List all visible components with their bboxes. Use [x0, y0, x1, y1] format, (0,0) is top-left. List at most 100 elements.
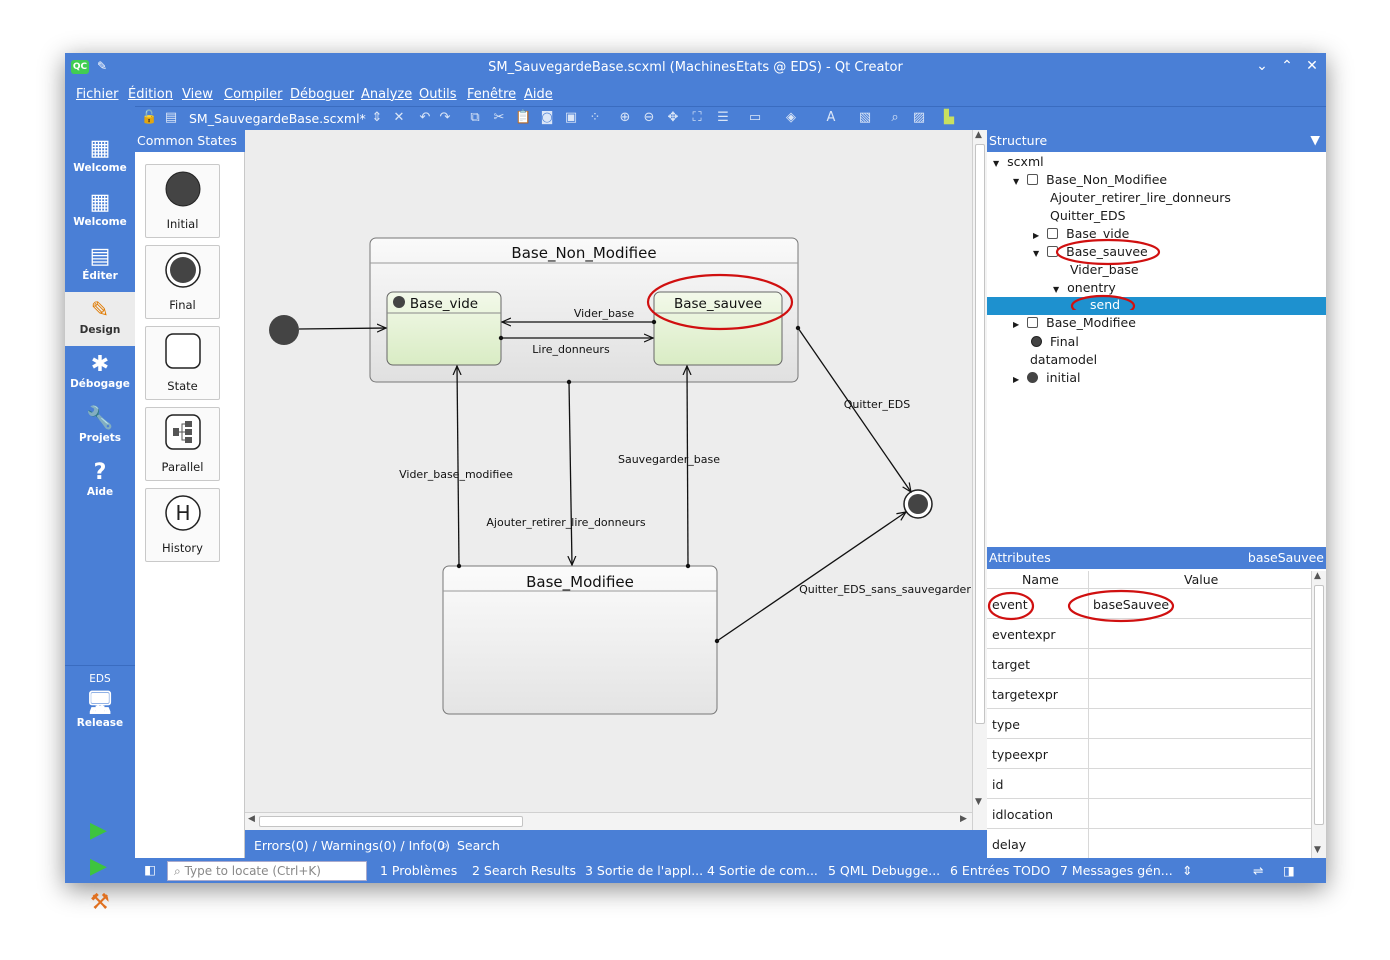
attr-row-type[interactable]: type — [987, 709, 1311, 739]
palette-final[interactable]: Final — [145, 245, 220, 319]
transition-vider-base-modifiee[interactable] — [457, 366, 459, 567]
attributes-scrollbar[interactable]: ▲ ▼ — [1311, 571, 1326, 858]
scroll-down-icon[interactable]: ▼ — [975, 797, 982, 807]
scrollbar-thumb[interactable] — [975, 144, 985, 724]
pane-messages-generaux[interactable]: 7 Messages gén... — [1060, 863, 1173, 878]
menu-fenetre[interactable]: Fenêtre — [467, 87, 517, 102]
menu-edition[interactable]: Édition — [128, 87, 173, 102]
menu-view[interactable]: View — [182, 87, 213, 102]
attr-row-target[interactable]: target — [987, 649, 1311, 679]
pin-icon[interactable]: ✎ — [97, 59, 108, 73]
minimize-button[interactable]: ⌄ — [1256, 58, 1268, 74]
build-hammer-icon[interactable]: ⚒ — [90, 890, 110, 915]
state-color-icon[interactable]: ▧ — [858, 110, 872, 125]
paste-icon[interactable]: 📋 — [515, 110, 532, 125]
size-icon[interactable]: ▭ — [748, 110, 762, 125]
menu-compiler[interactable]: Compiler — [224, 87, 283, 102]
fill-color-icon[interactable]: ◈ — [786, 110, 796, 125]
issues-summary[interactable]: Errors(0) / Warnings(0) / Info(0) — [254, 838, 450, 853]
progress-toggle-icon[interactable]: ⇌ — [1253, 863, 1264, 878]
zoom-in-icon[interactable]: ⊕ — [619, 110, 631, 125]
pane-qml-debugger[interactable]: 5 QML Debugge... — [828, 863, 941, 878]
attr-row-typeexpr[interactable]: typeexpr — [987, 739, 1311, 769]
mode-editer[interactable]: ▤ Éditer — [65, 238, 135, 292]
scroll-left-icon[interactable]: ◀ — [248, 814, 255, 824]
tree-item-datamodel[interactable]: datamodel — [1030, 352, 1097, 370]
palette-initial[interactable]: Initial — [145, 164, 220, 238]
search-icon[interactable]: ⌕ — [441, 837, 449, 852]
locator-input[interactable]: ⌕ Type to locate (Ctrl+K) — [167, 861, 367, 881]
transition-quitter-eds[interactable] — [797, 327, 911, 492]
scrollbar-thumb[interactable] — [1314, 585, 1324, 825]
search-link[interactable]: Search — [457, 838, 500, 853]
mode-welcome-2[interactable]: ▦ Welcome — [65, 184, 135, 238]
tree-item-base-non-modifiee[interactable]: ▼Base_Non_Modifiee — [1013, 172, 1168, 187]
pan-icon[interactable]: ✥ — [667, 110, 679, 125]
maximize-button[interactable]: ⌃ — [1281, 58, 1293, 74]
align-icon[interactable]: ☰ — [717, 110, 729, 125]
palette-parallel[interactable]: Parallel — [145, 407, 220, 481]
search-icon[interactable]: ⌕ — [891, 110, 899, 125]
menu-deboguer[interactable]: Déboguer — [290, 87, 355, 102]
state-base-vide[interactable]: Base_vide — [386, 291, 502, 366]
pane-search-results[interactable]: 2 Search Results — [472, 863, 576, 878]
attr-row-targetexpr[interactable]: targetexpr — [987, 679, 1311, 709]
lock-icon[interactable]: 🔓 — [141, 110, 158, 125]
fit-icon[interactable]: ⛶ — [692, 110, 702, 125]
open-file-selector[interactable]: SM_SauvegardeBase.scxml* — [189, 111, 366, 126]
palette-state[interactable]: State — [145, 326, 220, 400]
attr-row-delay[interactable]: delay — [987, 829, 1311, 858]
close-document-icon[interactable]: ✕ — [393, 110, 405, 125]
scrollbar-thumb[interactable] — [259, 816, 523, 827]
state-machine-canvas[interactable]: Base_Non_Modifiee Base_vide Base_sauvee — [245, 130, 972, 830]
tree-item-scxml[interactable]: ▼scxml — [993, 154, 1044, 169]
close-button[interactable]: ✕ — [1306, 58, 1318, 74]
kit-selector[interactable]: EDS 🖥 Release — [65, 670, 135, 744]
image-icon[interactable]: ▨ — [912, 110, 926, 125]
scroll-right-icon[interactable]: ▶ — [960, 814, 967, 824]
menu-aide[interactable]: Aide — [524, 87, 553, 102]
redo-icon[interactable]: ↷ — [439, 110, 451, 125]
pane-sortie-compil[interactable]: 4 Sortie de com... — [707, 863, 818, 878]
mode-debogage[interactable]: ✱ Débogage — [65, 346, 135, 400]
font-color-icon[interactable]: A — [826, 110, 836, 125]
state-base-modifiee[interactable]: Base_Modifiee — [442, 565, 718, 715]
statistics-icon[interactable]: ▙ — [944, 110, 954, 125]
menu-outils[interactable]: Outils — [419, 87, 457, 102]
menu-fichier[interactable]: Fichier — [76, 87, 119, 102]
cut-icon[interactable]: ✂ — [493, 110, 505, 125]
toggle-right-sidebar-icon[interactable]: ◨ — [1283, 863, 1295, 878]
attr-row-id[interactable]: id — [987, 769, 1311, 799]
horizontal-scrollbar[interactable]: ◀ ▶ — [245, 812, 972, 830]
mode-aide[interactable]: ? Aide — [65, 454, 135, 508]
final-state-node[interactable] — [903, 489, 933, 519]
transition-quitter-sans-sauvegarder[interactable] — [716, 512, 906, 642]
filter-icon[interactable]: ▼ — [1310, 132, 1320, 147]
tree-item-onentry[interactable]: ▼onentry — [1053, 280, 1116, 295]
adjust-icon[interactable]: ⁘ — [589, 110, 601, 125]
undo-icon[interactable]: ↶ — [419, 110, 431, 125]
attr-row-eventexpr[interactable]: eventexpr — [987, 619, 1311, 649]
scroll-up-icon[interactable]: ▲ — [975, 130, 982, 140]
scroll-down-icon[interactable]: ▼ — [1314, 845, 1321, 855]
palette-history[interactable]: H History — [145, 488, 220, 562]
transition-ajouter-retirer[interactable] — [569, 381, 572, 565]
pane-entrees-todo[interactable]: 6 Entrées TODO — [950, 863, 1051, 878]
attr-row-idlocation[interactable]: idlocation — [987, 799, 1311, 829]
menu-analyze[interactable]: Analyze — [361, 87, 413, 102]
initial-transition[interactable] — [298, 328, 386, 329]
screenshot-icon[interactable]: ◙ — [540, 110, 554, 125]
scroll-up-icon[interactable]: ▲ — [1314, 571, 1321, 581]
export-icon[interactable]: ▣ — [564, 110, 578, 125]
tree-item-ajouter[interactable]: Ajouter_retirer_lire_donneurs — [1050, 190, 1231, 208]
tree-item-base-vide[interactable]: ▶Base_vide — [1033, 226, 1130, 241]
tree-item-quitter-eds[interactable]: Quitter_EDS — [1050, 208, 1126, 226]
tree-item-vider-base[interactable]: Vider_base — [1070, 262, 1139, 280]
vertical-scrollbar[interactable]: ▲ ▼ — [972, 130, 987, 830]
tree-item-final[interactable]: Final — [1031, 334, 1079, 352]
copy-icon[interactable]: ⧉ — [470, 110, 480, 125]
mode-design[interactable]: ✎ Design — [65, 292, 135, 346]
pane-problemes[interactable]: 1 Problèmes — [380, 863, 458, 878]
state-diagram[interactable]: Base_Non_Modifiee Base_vide Base_sauvee — [245, 130, 972, 830]
tree-item-initial[interactable]: ▶initial — [1013, 370, 1081, 385]
